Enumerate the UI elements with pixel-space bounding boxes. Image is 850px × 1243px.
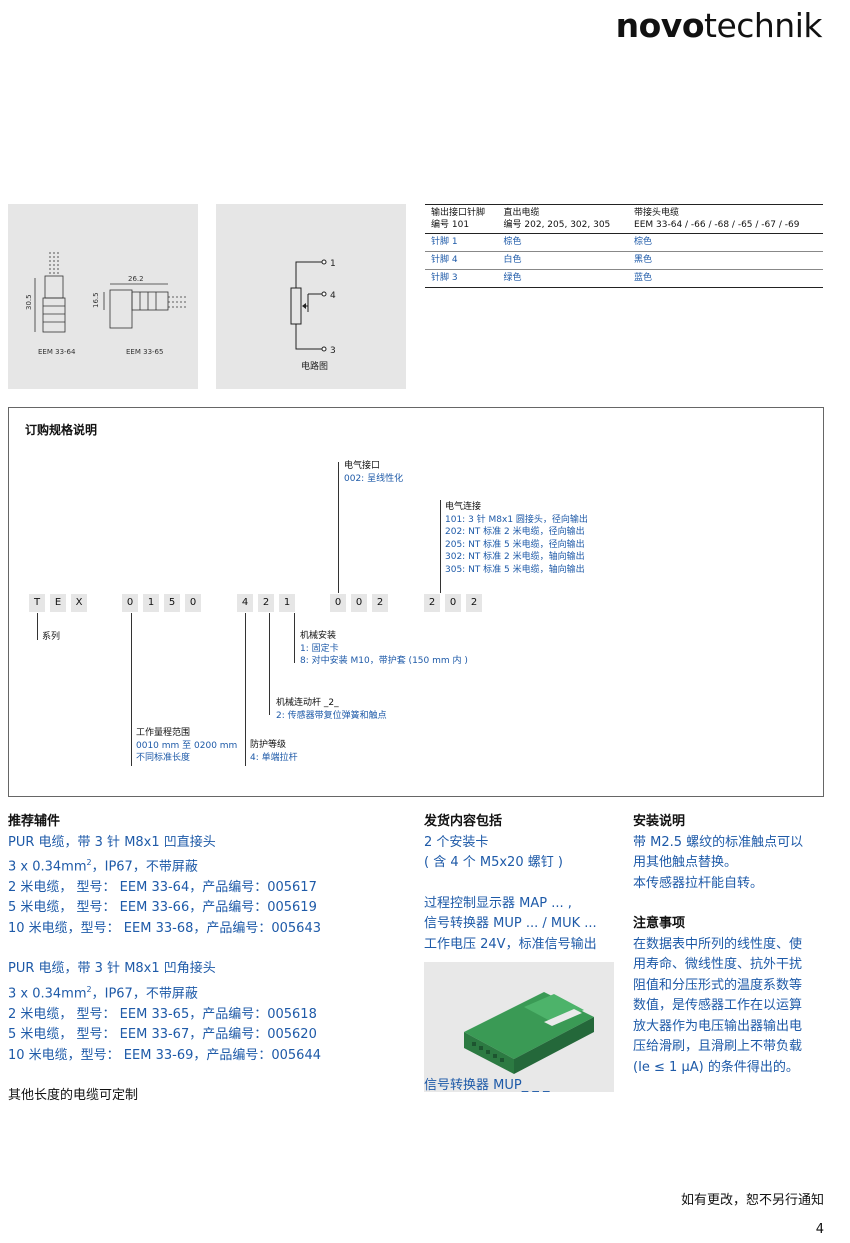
photo-caption: 信号转换器 MUP_ _ _ bbox=[424, 1078, 550, 1093]
header-output-pin: 输出接口针脚编号 101 bbox=[425, 204, 498, 234]
dim-26-2: 26.2 bbox=[128, 275, 144, 283]
annotation-mech-mount: 机械安装 1: 固定卡 8: 对中安装 M10，带护套 (150 mm 内 ) bbox=[300, 631, 468, 666]
dim-16-5: 16.5 bbox=[92, 292, 100, 308]
circuit-diagram: 1 4 3 电路图 bbox=[290, 259, 336, 372]
table-row: 针脚 1 棕色 棕色 bbox=[425, 233, 823, 252]
custom-length-note: 其他长度的电缆可定制 bbox=[8, 1088, 139, 1104]
notes-title: 注意事项 bbox=[633, 916, 686, 931]
annotation-rod: 机械连动杆 _2_ 2: 传感器带复位弹簧和触点 bbox=[276, 698, 387, 721]
header-straight-cable: 直出电缆编号 202, 205, 302, 305 bbox=[497, 204, 629, 234]
annotation-protection: 防护等级 4: 单端拉杆 bbox=[250, 740, 298, 763]
annotation-range: 工作量程范围 0010 mm 至 0200 mm 不同标准长度 bbox=[136, 728, 238, 763]
table-row: 针脚 4 白色 黑色 bbox=[425, 251, 823, 270]
install-section: 安装说明 带 M2.5 螺纹的标准触点可以 用其他触点替换。 本传感器拉杆能自转… bbox=[633, 812, 833, 1078]
order-spec-frame bbox=[8, 407, 824, 797]
delivery-title: 发货内容包括 bbox=[424, 814, 503, 829]
label-eem-33-64: EEM 33-64 bbox=[38, 348, 76, 356]
brand-logo: novotechnik bbox=[615, 6, 823, 45]
page-number: 4 bbox=[815, 1222, 824, 1237]
dim-30-5: 30.5 bbox=[25, 294, 33, 310]
table-header-row: 输出接口针脚编号 101 直出电缆编号 202, 205, 302, 305 带… bbox=[425, 204, 823, 234]
connector-drawing: 30.5 16.5 26.2 EEM 33-64 EEM 33-65 bbox=[25, 252, 188, 356]
signal-converter-image bbox=[464, 992, 594, 1074]
annotation-elec-interface: 电气接口 002: 呈线性化 bbox=[344, 461, 404, 484]
annotation-elec-connection: 电气连接 101: 3 针 M8x1 圆接头，径向输出 202: NT 标准 2… bbox=[445, 502, 588, 575]
change-notice: 如有更改，恕不另行通知 bbox=[680, 1193, 824, 1208]
label-eem-33-65: EEM 33-65 bbox=[126, 348, 163, 356]
circuit-caption: 电路图 bbox=[301, 360, 328, 372]
accessories-title: 推荐辅件 bbox=[8, 814, 61, 829]
order-spec-title: 订购规格说明 bbox=[25, 423, 98, 437]
circuit-diagram-panel: 1 4 3 电路图 bbox=[216, 204, 406, 389]
pin-4-label: 4 bbox=[330, 291, 336, 301]
pin-1-label: 1 bbox=[330, 259, 336, 269]
accessories-section: 推荐辅件 PUR 电缆，带 3 针 M8x1 凹直接头 3 x 0.34mm2，… bbox=[8, 812, 408, 1107]
pin-3-label: 3 bbox=[330, 346, 336, 356]
annotation-series: 系列 bbox=[42, 632, 61, 642]
table-row: 针脚 3 绿色 蓝色 bbox=[425, 269, 823, 288]
signal-converter-photo bbox=[424, 962, 614, 1092]
delivery-section: 发货内容包括 2 个安装卡 ( 含 4 个 M5x20 螺钉 ) 过程控制显示器… bbox=[424, 812, 624, 955]
connection-table: 输出接口针脚编号 101 直出电缆编号 202, 205, 302, 305 带… bbox=[425, 204, 823, 288]
install-title: 安装说明 bbox=[633, 814, 686, 829]
connector-drawing-panel: 30.5 16.5 26.2 EEM 33-64 EEM 33-65 bbox=[8, 204, 198, 389]
